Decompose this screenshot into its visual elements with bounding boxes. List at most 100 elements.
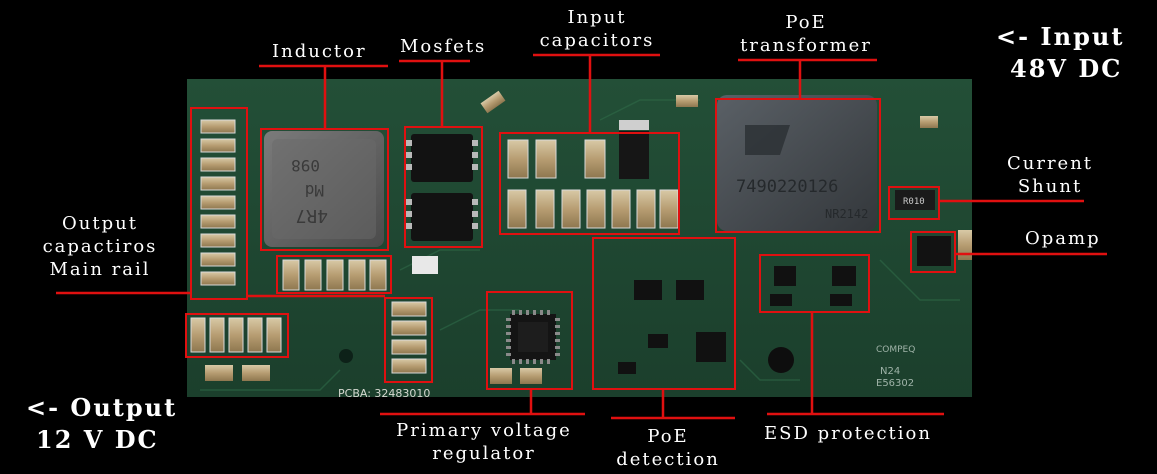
primary-regulator-component xyxy=(506,310,560,364)
ic-pin xyxy=(506,318,511,321)
box-esd xyxy=(759,254,870,313)
inductor-marking-code: 4R7 xyxy=(295,205,328,226)
esd-components xyxy=(770,266,856,306)
inductor-marking-mid: Md xyxy=(305,181,324,200)
label-primary-regulator: Primary voltage regulator xyxy=(396,420,572,464)
ic-pin xyxy=(555,325,560,328)
input-capacitor-array xyxy=(507,139,679,229)
smd-capacitor xyxy=(200,138,236,153)
ic-pin xyxy=(506,332,511,335)
smd-capacitor xyxy=(200,176,236,191)
label-output-capacitors: Output capactiros Main rail xyxy=(42,213,158,280)
smd-capacitor xyxy=(391,301,427,317)
box-poe-transformer xyxy=(715,98,881,233)
misc-smd-parts xyxy=(205,90,938,384)
smd-capacitor xyxy=(247,317,263,353)
box-output-caps-right xyxy=(384,297,433,383)
smd-capacitor xyxy=(561,189,581,229)
mounting-post xyxy=(768,347,794,373)
current-shunt-component xyxy=(895,190,935,210)
box-opamp xyxy=(910,231,956,273)
mosfet-components xyxy=(406,134,478,241)
ic-pin xyxy=(519,359,522,364)
ic-pin xyxy=(533,359,536,364)
smd-capacitor xyxy=(200,195,236,210)
ic-pin xyxy=(506,353,511,356)
smd-capacitor xyxy=(636,189,656,229)
smd-capacitor xyxy=(584,139,606,179)
smd-capacitor xyxy=(507,139,529,179)
smd-capacitor xyxy=(535,189,555,229)
smd-capacitor xyxy=(282,259,300,291)
label-inductor: Inductor xyxy=(272,41,367,62)
opamp-component xyxy=(917,236,951,266)
smd-capacitor xyxy=(304,259,322,291)
leader-lines xyxy=(56,53,1107,420)
ic-pin xyxy=(526,310,529,315)
pcb-traces xyxy=(200,99,960,391)
ic-pin xyxy=(555,353,560,356)
smd-capacitor xyxy=(659,189,679,229)
label-opamp: Opamp xyxy=(1025,228,1101,249)
label-output-12v: <- Output 12 V DC xyxy=(26,393,178,454)
input-diode xyxy=(619,131,649,179)
smd-capacitor xyxy=(369,259,387,291)
shunt-marking: R010 xyxy=(903,197,925,207)
smd-capacitor xyxy=(535,139,557,179)
output-capacitor-rows xyxy=(190,259,427,374)
label-poe-detection: PoE detection xyxy=(616,426,720,470)
ic-pin xyxy=(506,346,511,349)
smd-capacitor xyxy=(391,358,427,374)
smd-capacitor xyxy=(200,233,236,248)
label-poe-transformer: PoE transformer xyxy=(740,12,872,56)
smd-capacitor xyxy=(391,339,427,355)
ic-pin xyxy=(533,310,536,315)
smd-capacitor xyxy=(200,157,236,172)
label-mosfets: Mosfets xyxy=(400,36,487,57)
ic-pin xyxy=(555,346,560,349)
smd-capacitor xyxy=(200,271,236,286)
box-output-caps-middle xyxy=(276,255,392,294)
ic-pin xyxy=(540,359,543,364)
smd-capacitor xyxy=(348,259,366,291)
esd-silk-code: E56302 xyxy=(876,378,914,389)
smd-capacitor xyxy=(190,317,206,353)
ic-pin xyxy=(512,359,515,364)
ic-pin xyxy=(506,339,511,342)
label-input-48v: <- Input 48V DC xyxy=(996,22,1125,83)
ic-pin xyxy=(555,332,560,335)
ic-pin xyxy=(506,325,511,328)
box-primary-regulator xyxy=(486,291,573,390)
poe-detection-components xyxy=(618,280,726,374)
ic-pin xyxy=(547,310,550,315)
poe-transformer-component: 7490220126 NR2142 xyxy=(717,95,877,231)
label-input-capacitors: Input capacitors xyxy=(539,7,655,51)
smd-capacitor xyxy=(391,320,427,336)
transformer-marking-part: NR2142 xyxy=(825,207,868,221)
ic-pin xyxy=(547,359,550,364)
ic-pin xyxy=(555,318,560,321)
box-mosfets xyxy=(404,126,483,248)
ic-pin xyxy=(512,310,515,315)
smd-capacitor xyxy=(326,259,344,291)
smd-capacitor xyxy=(200,119,236,134)
smd-capacitor xyxy=(228,317,244,353)
inductor-marking-top: 098 xyxy=(291,156,320,175)
box-output-caps-column xyxy=(190,107,248,300)
smd-capacitor xyxy=(611,189,631,229)
smd-capacitor xyxy=(266,317,282,353)
output-capacitor-column xyxy=(200,119,236,286)
pcba-silk-label: PCBA: 32483010 xyxy=(338,387,430,400)
smd-capacitor xyxy=(200,252,236,267)
smd-capacitor xyxy=(586,189,606,229)
compeq-silk-label: COMPEQ xyxy=(876,345,915,355)
n24-silk-label: N24 xyxy=(880,366,900,377)
label-current-shunt: Current Shunt xyxy=(1006,153,1094,197)
inductor-component: 098 Md 4R7 xyxy=(264,131,384,247)
box-current-shunt xyxy=(888,186,940,220)
ic-pin xyxy=(519,310,522,315)
box-output-caps-row xyxy=(185,313,289,358)
smd-capacitor xyxy=(209,317,225,353)
